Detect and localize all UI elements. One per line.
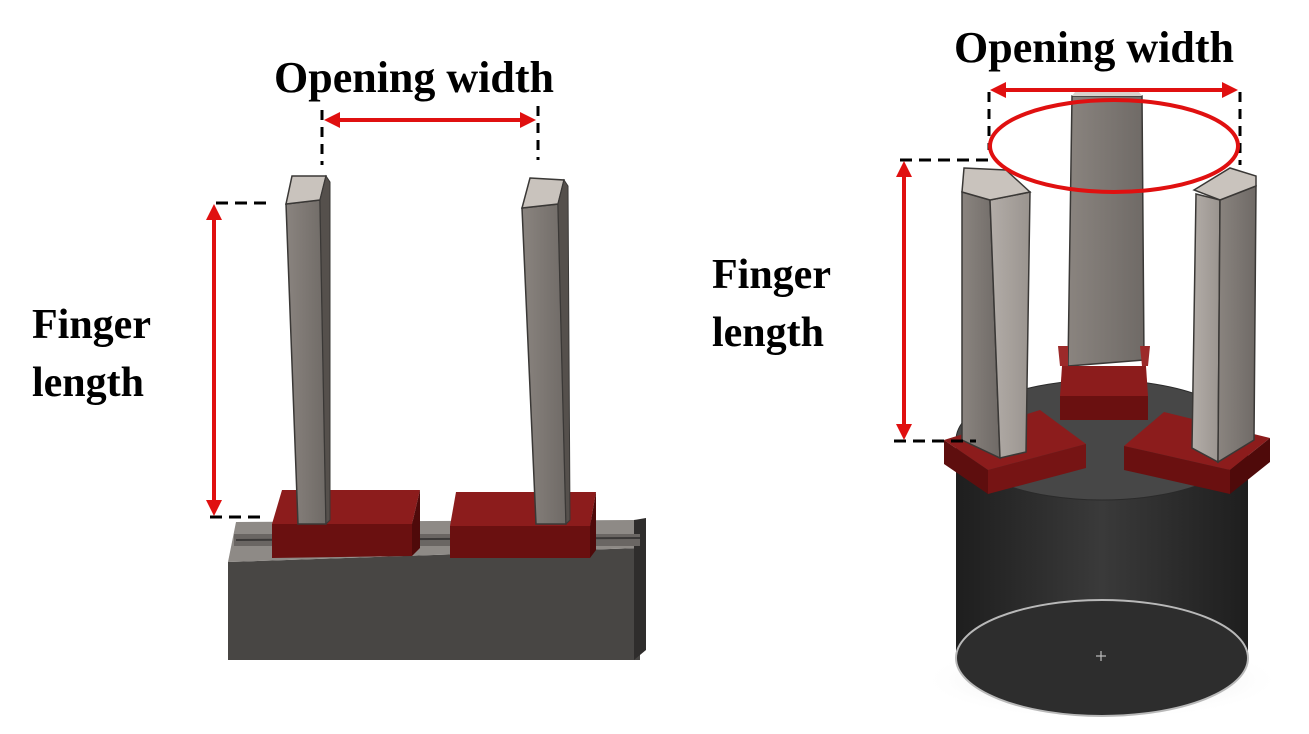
left-jaw xyxy=(272,490,420,558)
left-finger xyxy=(285,174,331,526)
right-finger-label-line1: Finger xyxy=(712,252,831,298)
left-finger-label-line2: length xyxy=(32,360,145,406)
right-opening-width-annotation xyxy=(987,82,1242,194)
left-radial-finger xyxy=(961,167,1032,460)
right-radial-finger xyxy=(1191,167,1257,464)
left-opening-width-annotation xyxy=(320,106,540,165)
right-opening-width-label: Opening width xyxy=(954,23,1234,72)
opening-circle xyxy=(988,98,1240,194)
three-finger-gripper xyxy=(894,82,1282,720)
center-jaw xyxy=(1058,346,1150,420)
left-finger-length-annotation xyxy=(206,201,272,519)
right-finger-length-annotation xyxy=(894,158,990,443)
right-finger-length-label: Finger length xyxy=(712,246,831,362)
left-finger-length-label: Finger length xyxy=(32,296,151,412)
parallel-gripper xyxy=(206,106,646,660)
center-finger xyxy=(1067,88,1145,367)
right-jaw xyxy=(450,492,596,558)
right-finger xyxy=(520,177,571,526)
left-opening-width-label: Opening width xyxy=(274,53,554,102)
right-finger-label-line2: length xyxy=(712,310,825,356)
left-finger-label-line1: Finger xyxy=(32,302,151,348)
